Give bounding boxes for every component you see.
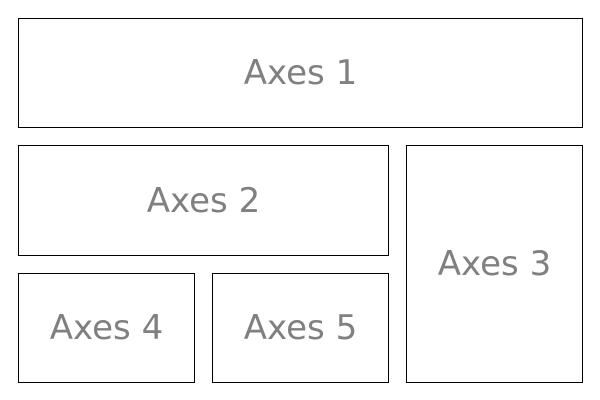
axes-2-panel: Axes 2	[18, 145, 389, 256]
axes-4-label: Axes 4	[49, 308, 164, 348]
axes-5-panel: Axes 5	[212, 273, 389, 383]
axes-2-label: Axes 2	[146, 180, 261, 221]
axes-5-label: Axes 5	[243, 308, 358, 348]
axes-1-panel: Axes 1	[18, 18, 583, 128]
axes-1-label: Axes 1	[243, 53, 358, 93]
axes-4-panel: Axes 4	[18, 273, 195, 383]
axes-3-label: Axes 3	[437, 244, 552, 284]
axes-3-panel: Axes 3	[406, 145, 583, 383]
